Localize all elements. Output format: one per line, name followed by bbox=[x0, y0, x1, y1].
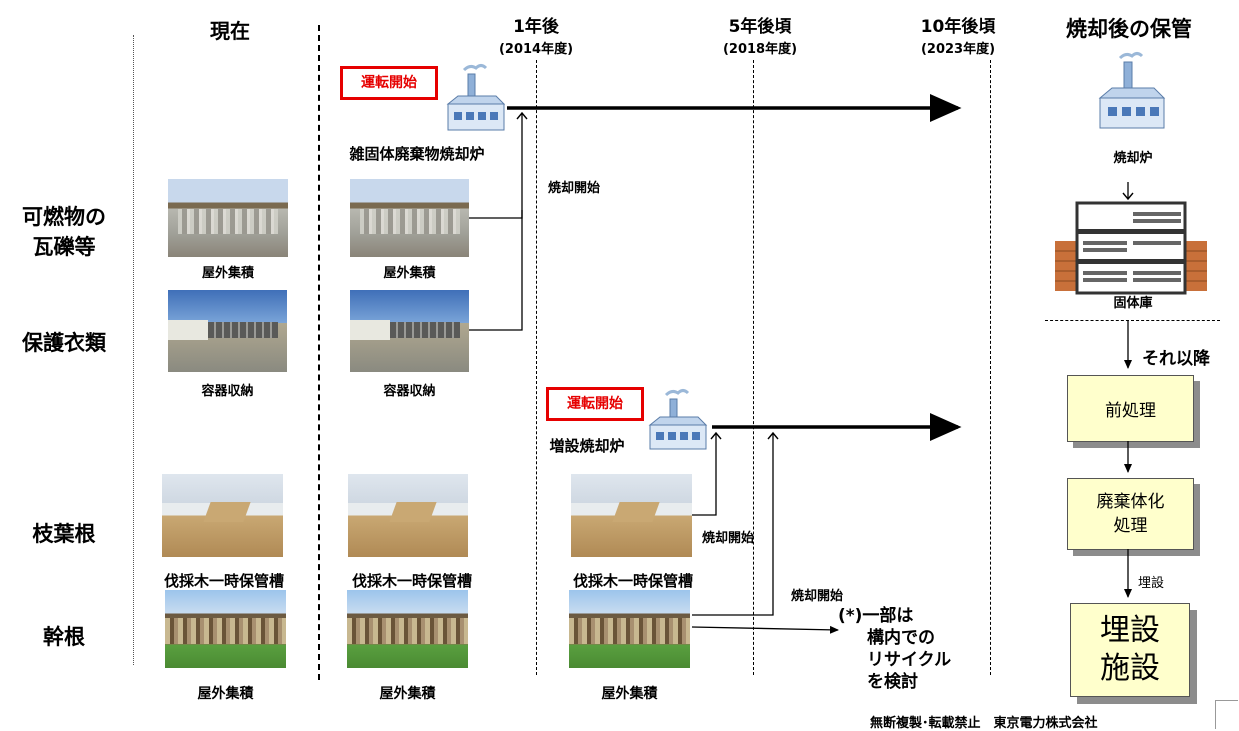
caption-container-year1: 容器収納 bbox=[383, 384, 436, 399]
label-added-incinerator: 増設焼却炉 bbox=[549, 437, 625, 455]
caption-outdoor-current: 屋外集積 bbox=[201, 266, 254, 281]
note-burial-arrow-label: 埋設 bbox=[1138, 576, 1165, 591]
year5-timeline-line bbox=[753, 60, 754, 675]
row-label-combustible: 可燃物の 瓦礫等 bbox=[22, 205, 106, 259]
note-thereafter: それ以降 bbox=[1142, 349, 1210, 369]
left-divider-line bbox=[133, 35, 134, 665]
connector-clothing-to-incinerator bbox=[469, 210, 523, 331]
caption-outdoor-year1: 屋外集積 bbox=[383, 266, 436, 281]
container-photo-current bbox=[168, 290, 287, 372]
caption-tank-year1: 伐採木一時保管槽 bbox=[351, 572, 472, 590]
header-year1: 1年後 bbox=[513, 17, 559, 37]
caption-tank-current: 伐採木一時保管槽 bbox=[163, 572, 284, 590]
caption-trunk-current: 屋外集積 bbox=[197, 686, 254, 702]
header-year10-sub: (2023年度) bbox=[920, 42, 996, 57]
tank-photo-current bbox=[162, 474, 283, 557]
tank-photo-year5 bbox=[571, 474, 692, 557]
solidification-box: 廃棄体化 処理 bbox=[1067, 478, 1194, 550]
page-corner-mark bbox=[1215, 700, 1238, 729]
burial-facility-box: 埋設 施設 bbox=[1070, 603, 1190, 697]
year1-timeline-line bbox=[536, 60, 537, 675]
caption-trunk-year1: 屋外集積 bbox=[379, 686, 436, 702]
note-incineration-start-2: 焼却開始 bbox=[702, 531, 755, 546]
operation-start-badge-solid: 運転開始 bbox=[340, 66, 438, 100]
log-photo-year5 bbox=[569, 590, 690, 668]
label-solid-waste-incinerator: 雑固体廃棄物焼却炉 bbox=[349, 145, 485, 163]
connector-trunks-to-added-incinerator bbox=[692, 431, 779, 616]
header-year5: 5年後頃 bbox=[728, 17, 792, 37]
factory-icon-right-incinerator bbox=[1098, 52, 1166, 129]
header-after-incineration: 焼却後の保管 bbox=[1066, 17, 1192, 41]
note-incineration-start-1: 焼却開始 bbox=[548, 181, 601, 196]
caption-trunk-year5: 屋外集積 bbox=[601, 686, 658, 702]
label-solid-storage: 固体庫 bbox=[1113, 296, 1153, 311]
footer-copyright: 無断複製･転載禁止 東京電力株式会社 bbox=[870, 716, 1098, 731]
rubble-photo-year1 bbox=[350, 179, 469, 257]
row-label-trunks: 幹根 bbox=[43, 625, 85, 649]
connector-trunks-to-recycle bbox=[691, 625, 839, 634]
note-incineration-start-3: 焼却開始 bbox=[791, 589, 844, 604]
container-photo-year1 bbox=[350, 290, 469, 372]
log-photo-year1 bbox=[347, 590, 468, 668]
storage-divider-line bbox=[1045, 320, 1220, 321]
factory-icon-added-incinerator bbox=[648, 389, 708, 450]
storage-building-icon bbox=[1055, 201, 1207, 295]
caption-tank-year5: 伐採木一時保管槽 bbox=[572, 572, 693, 590]
header-year10: 10年後頃 bbox=[920, 17, 996, 37]
log-photo-current bbox=[165, 590, 286, 668]
factory-icon-solid-incinerator bbox=[446, 64, 506, 131]
current-divider-line bbox=[318, 25, 320, 680]
row-label-protective-clothing: 保護衣類 bbox=[22, 331, 106, 355]
year10-timeline-line bbox=[990, 60, 991, 675]
header-current: 現在 bbox=[210, 19, 250, 43]
caption-container-current: 容器収納 bbox=[201, 384, 254, 399]
label-incinerator-right: 焼却炉 bbox=[1113, 151, 1153, 166]
header-year1-sub: (2014年度) bbox=[498, 42, 574, 57]
row-label-branches: 枝葉根 bbox=[32, 522, 96, 546]
header-year5-sub: (2018年度) bbox=[722, 42, 798, 57]
tank-photo-year1 bbox=[348, 474, 468, 557]
rubble-photo-current bbox=[168, 179, 288, 257]
pretreatment-box: 前処理 bbox=[1067, 375, 1194, 442]
connector-branches-to-added-incinerator bbox=[692, 431, 722, 516]
note-recycle: (*)一部は 構内での リサイクル を検討 bbox=[838, 606, 952, 692]
operation-start-badge-added: 運転開始 bbox=[546, 387, 644, 421]
